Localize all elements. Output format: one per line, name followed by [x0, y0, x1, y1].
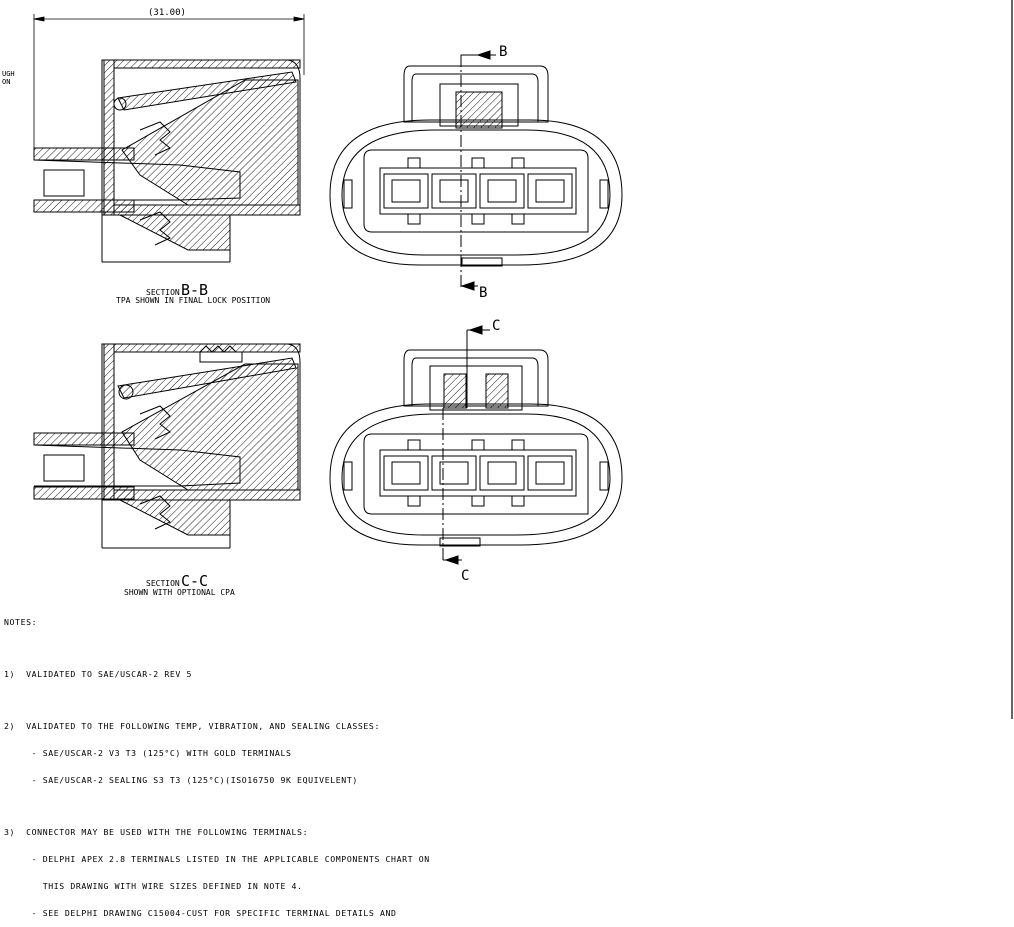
note-2-line-3: - SAE/USCAR-2 SEALING S3 T3 (125°C)(ISO1… — [4, 775, 358, 785]
section-b-caption: TPA SHOWN IN FINAL LOCK POSITION — [116, 296, 270, 305]
section-c-cut-label-bottom: C — [461, 568, 469, 584]
section-b-side-view — [33, 59, 301, 263]
edge-text-2: ON — [2, 78, 10, 86]
section-b-front-view — [329, 65, 623, 267]
section-c-cut-line — [442, 325, 490, 565]
dimension-value: (31.00) — [148, 8, 186, 18]
note-2-line-2: - SAE/USCAR-2 V3 T3 (125°C) WITH GOLD TE… — [4, 748, 292, 758]
engineering-drawing: UGH ON (31.00) SECTION B-B TPA SHOW — [2, 0, 1013, 719]
note-3-line-1: 3) CONNECTOR MAY BE USED WITH THE FOLLOW… — [4, 827, 309, 837]
section-c-title-prefix: SECTION — [146, 579, 180, 588]
notes-block: NOTES: 1) VALIDATED TO SAE/USCAR-2 REV 5… — [4, 600, 724, 927]
note-1: 1) VALIDATED TO SAE/USCAR-2 REV 5 — [4, 669, 192, 679]
section-b-cut-label-top: B — [499, 44, 507, 60]
note-3-line-4: - SEE DELPHI DRAWING C15004-CUST FOR SPE… — [4, 908, 397, 918]
section-c-cut-label-top: C — [492, 318, 500, 334]
section-c-caption: SHOWN WITH OPTIONAL CPA — [124, 588, 235, 597]
notes-heading: NOTES: — [4, 617, 38, 627]
section-b-cut-line — [460, 50, 496, 291]
note-3-line-3: THIS DRAWING WITH WIRE SIZES DEFINED IN … — [4, 881, 303, 891]
section-b-title-id: B-B — [181, 281, 208, 299]
section-c-side-view — [33, 343, 301, 549]
note-3-line-2: - DELPHI APEX 2.8 TERMINALS LISTED IN TH… — [4, 854, 430, 864]
section-c-title-id: C-C — [181, 572, 208, 590]
section-b-title-prefix: SECTION — [146, 288, 180, 297]
section-c-front-view — [329, 349, 623, 547]
top-dimension — [33, 14, 305, 155]
section-b-cut-label-bottom: B — [479, 285, 487, 301]
note-2-line-1: 2) VALIDATED TO THE FOLLOWING TEMP, VIBR… — [4, 721, 380, 731]
edge-text-1: UGH — [2, 70, 15, 78]
